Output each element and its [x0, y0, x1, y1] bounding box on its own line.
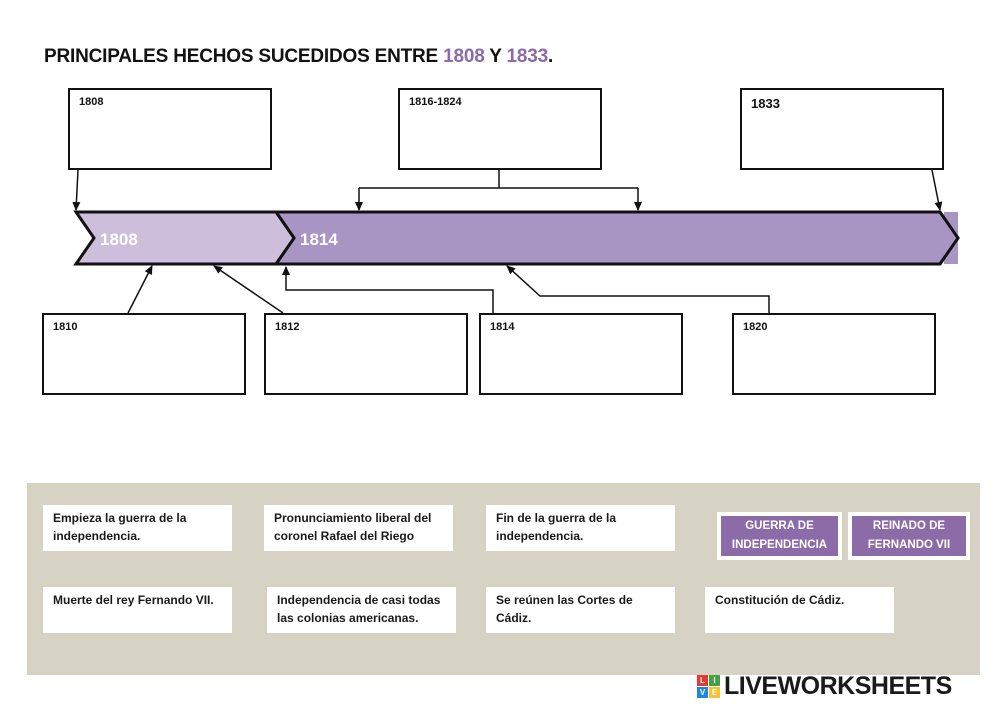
period-tag-label: GUERRA DE INDEPENDENCIA [721, 516, 838, 556]
arrow-1812 [213, 265, 284, 314]
arrow-1814 [282, 266, 494, 313]
title-suffix: . [547, 46, 554, 67]
period-tag-label: REINADO DE FERNANDO VII [852, 516, 966, 556]
arrow-1810 [127, 265, 153, 314]
drop-box-1816-1824[interactable]: 1816-1824 [398, 88, 602, 170]
arrow-1808 [72, 169, 81, 211]
answer-card[interactable]: Empieza la guerra de la independencia. [43, 505, 232, 551]
answer-card[interactable]: Constitución de Cádiz. [705, 587, 894, 633]
timeline-segment-1814 [273, 210, 960, 266]
segment-2-label: 1814 [300, 230, 338, 249]
box-year-label: 1814 [490, 321, 515, 333]
segment-1-label: 1808 [100, 230, 138, 249]
drop-box-1833[interactable]: 1833 [740, 88, 944, 170]
arrow-1833 [931, 169, 943, 211]
box-year-label: 1810 [53, 321, 78, 333]
timeline-diagram: 1808 1814 [72, 169, 960, 314]
title-year-start: 1808 [443, 46, 485, 67]
drop-box-1812[interactable]: 1812 [264, 313, 468, 395]
arrow-1820 [506, 265, 770, 313]
answer-card[interactable]: Fin de la guerra de la independencia. [486, 505, 675, 551]
box-year-label: 1820 [743, 321, 768, 333]
box-year-label: 1816-1824 [409, 96, 462, 108]
page-title: PRINCIPALES HECHOS SUCEDIDOS ENTRE 1808 … [44, 46, 553, 68]
liveworksheets-logo-icon: L I V E [697, 675, 720, 698]
drop-box-1814[interactable]: 1814 [479, 313, 683, 395]
timeline-segment-1808 [73, 210, 296, 266]
box-year-label: 1812 [275, 321, 300, 333]
answer-card[interactable]: Se reúnen las Cortes de Cádiz. [486, 587, 675, 633]
answer-card[interactable]: Muerte del rey Fernando VII. [43, 587, 232, 633]
box-year-label: 1833 [751, 96, 780, 111]
title-prefix: PRINCIPALES HECHOS SUCEDIDOS ENTRE [44, 46, 444, 67]
drop-box-1820[interactable]: 1820 [732, 313, 936, 395]
drop-box-1810[interactable]: 1810 [42, 313, 246, 395]
liveworksheets-brand[interactable]: L I V E LIVEWORKSHEETS [697, 672, 952, 701]
brand-name: LIVEWORKSHEETS [724, 672, 952, 700]
drop-box-1808[interactable]: 1808 [68, 88, 272, 170]
period-tag-guerra[interactable]: GUERRA DE INDEPENDENCIA [717, 512, 842, 560]
box-year-label: 1808 [79, 96, 104, 108]
answer-card[interactable]: Pronunciamiento liberal del coronel Rafa… [264, 505, 453, 551]
period-tag-reinado[interactable]: REINADO DE FERNANDO VII [848, 512, 970, 560]
answer-card[interactable]: Independencia de casi todas las colonias… [267, 587, 456, 633]
title-year-end: 1833 [506, 46, 549, 67]
title-middle: Y [484, 46, 507, 67]
